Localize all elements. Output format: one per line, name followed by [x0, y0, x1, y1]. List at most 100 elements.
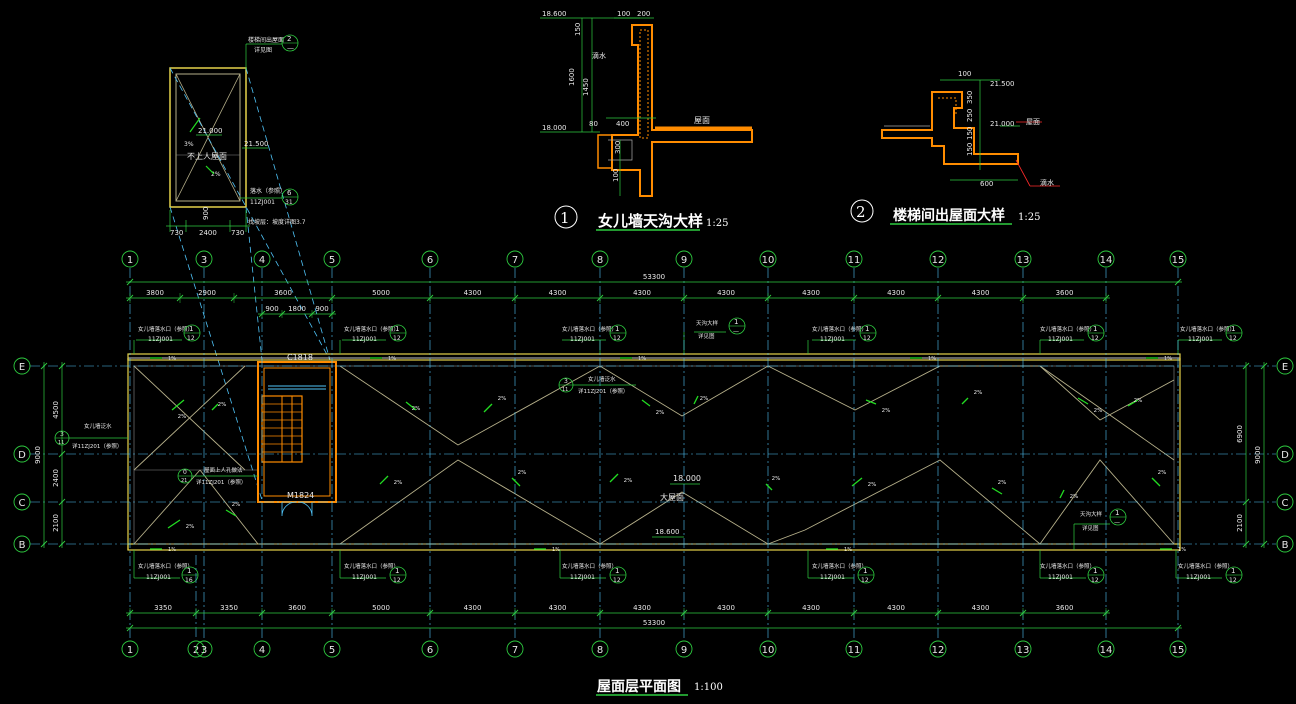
- d1-dim-100b: 100: [612, 169, 620, 182]
- gutter-label-5: 1%: [168, 547, 176, 553]
- axis-bubble-bottom-1: [121, 640, 139, 658]
- axis-bubble-bottom-11: [845, 640, 863, 658]
- axis-bubble-top-14: [1097, 250, 1115, 268]
- slope-label-7: 2%: [700, 396, 709, 402]
- dp-std-4: 11ZJ001: [820, 574, 845, 581]
- d2-title-num: 2: [856, 203, 866, 221]
- dim-top-label-10: 4300: [972, 289, 990, 297]
- slope-arrow-19: [1151, 477, 1161, 487]
- dim-left-tick-1: [58, 450, 66, 458]
- bottom-drain-notes: 女儿墙落水口（参照） 11ZJ001 1 16 女儿墙落水口（参照） 11ZJ0…: [133, 550, 1243, 584]
- d2-dim-60: 150: [966, 143, 974, 156]
- axis-bubble-bottom-2: [187, 640, 205, 658]
- main-roof-plan: C1818 M1824 18.000 大屋面 18.600 屋面层平面图 1:1…: [13, 250, 1294, 696]
- inset-dim-2: 2400: [199, 229, 217, 237]
- axis-bubble-top-11: [845, 250, 863, 268]
- dim-stair-label-0: 900: [265, 305, 278, 313]
- dim-bottom-label-6: 4300: [633, 604, 651, 612]
- axis-bubble-bottom-8: [591, 640, 609, 658]
- hatch-note-std: 详11ZJ201（参照）: [196, 478, 246, 486]
- gutter-label-0: 1%: [168, 356, 176, 362]
- inset-slope-small: 3%: [184, 141, 194, 148]
- inset-stair-roof-plan: 21.000 21.500 不上人屋面 2% 3% 730 2400 730 9…: [166, 34, 331, 501]
- d1-elev-top: 18.600: [542, 10, 567, 18]
- slope-label-12: 2%: [394, 480, 403, 486]
- axis-label-top-12: 12: [932, 255, 945, 266]
- slope-arrow-17: [991, 487, 1003, 495]
- inset-dim-3: 730: [231, 229, 244, 237]
- gutter-label-8: 1%: [1178, 547, 1186, 553]
- inset-drain-note: 落水（参照）: [250, 187, 286, 195]
- axis-label-right-B: B: [1282, 540, 1289, 551]
- inset-dim-side: 900: [202, 207, 210, 220]
- axis-bubble-right-C: [1276, 493, 1294, 511]
- inset-elev-side: 21.500: [244, 140, 269, 148]
- dp-ref-5: 12: [1091, 577, 1099, 584]
- roof-elev-label: 18.000: [673, 474, 701, 483]
- axis-label-top-5: 5: [329, 255, 335, 266]
- axis-label-bottom-12: 12: [932, 645, 945, 656]
- axis-bubble-top-12: [929, 250, 947, 268]
- inset-drain-std: 11ZJ001: [250, 199, 275, 206]
- d1-elev-bottom: 18.000: [542, 124, 567, 132]
- axis-bubble-top-10: [759, 250, 777, 268]
- slope-label-13: 2%: [518, 470, 527, 476]
- slope-arrow-1: [211, 403, 219, 411]
- gutter-note-top-sub: 详见图: [698, 332, 715, 340]
- dim-right-tick-1: [1242, 498, 1250, 506]
- slope-arrow-18: [1059, 489, 1065, 499]
- svg-text:1: 1: [1093, 325, 1097, 333]
- axis-bubble-top-5: [323, 250, 341, 268]
- slope-label-15: 2%: [772, 476, 781, 482]
- dim-left-tick-2: [58, 498, 66, 506]
- svg-text:1: 1: [1231, 325, 1235, 333]
- slope-label-14: 2%: [624, 478, 633, 484]
- dim-right-label-0: 6900: [1236, 425, 1244, 443]
- dim-bottom-label-7: 4300: [717, 604, 735, 612]
- dp-note-6: 女儿墙落水口（参照）: [1178, 562, 1233, 570]
- dim-top-label-1: 2900: [198, 289, 216, 297]
- stair-door-label: M1824: [287, 491, 314, 500]
- drain-ref-2: 12: [393, 335, 401, 342]
- d2-label-roof: 屋面: [1026, 118, 1040, 126]
- dim-left-total-label-0: 9000: [34, 446, 42, 464]
- dim-top-label-8: 4300: [802, 289, 820, 297]
- dim-top-label-5: 4300: [549, 289, 567, 297]
- axis-label-bottom-4: 4: [259, 645, 265, 656]
- d2-dim-250: 250: [966, 109, 974, 122]
- dim-left-total-tick-1: [40, 540, 48, 548]
- dim-bottom-label-8: 4300: [802, 604, 820, 612]
- svg-text:1: 1: [187, 567, 191, 575]
- svg-text:—: —: [733, 328, 739, 335]
- axis-label-left-E: E: [19, 362, 25, 373]
- d1-label-drip: 滴水: [592, 51, 606, 60]
- flash-ref-sub-2: 11: [562, 387, 568, 393]
- inset-ref-note: 楼梯间出屋面: [248, 36, 284, 44]
- slope-arrows-layer: 2%2%2%2%2%2%2%2%2%2%2%2%2%2%2%2%2%2%2%2%…: [150, 356, 1186, 553]
- dim-top-label-11: 3600: [1056, 289, 1074, 297]
- axis-bubble-bottom-9: [675, 640, 693, 658]
- interior-callouts: 3 11 女儿墙泛水 详11ZJ201（参照） 3 11 女儿墙泛水 详11ZJ…: [54, 375, 1127, 550]
- axis-label-bottom-14: 14: [1100, 645, 1113, 656]
- axis-bubble-bottom-14: [1097, 640, 1115, 658]
- slope-label-11: 2%: [1134, 398, 1143, 404]
- dim-bottom-label-9: 4300: [887, 604, 905, 612]
- axis-label-right-D: D: [1281, 450, 1289, 461]
- axis-bubble-left-B: [13, 535, 31, 553]
- dp-ref-4: 12: [861, 577, 869, 584]
- d1-dim-1600: 1600: [568, 68, 576, 86]
- dim-top-total-tick-l: [126, 278, 134, 286]
- axis-bubble-right-D: [1276, 445, 1294, 463]
- dim-right-tick-2: [1242, 540, 1250, 548]
- slope-label-8: 2%: [882, 408, 891, 414]
- slope-label-19: 2%: [1158, 470, 1167, 476]
- top-drain-notes: 女儿墙落水口（参照） 11ZJ001 1 12 女儿墙落水口（参照） 11ZJ0…: [133, 317, 1243, 354]
- svg-text:1: 1: [615, 567, 619, 575]
- flash-note: 女儿墙泛水: [84, 422, 112, 430]
- axis-label-top-9: 9: [681, 255, 687, 266]
- axis-bubble-bottom-10: [759, 640, 777, 658]
- slope-arrow-13: [511, 477, 521, 487]
- dim-top-label-3: 5000: [372, 289, 390, 297]
- dp-note-1: 女儿墙落水口（参照）: [138, 562, 193, 570]
- axis-bubble-right-E: [1276, 357, 1294, 375]
